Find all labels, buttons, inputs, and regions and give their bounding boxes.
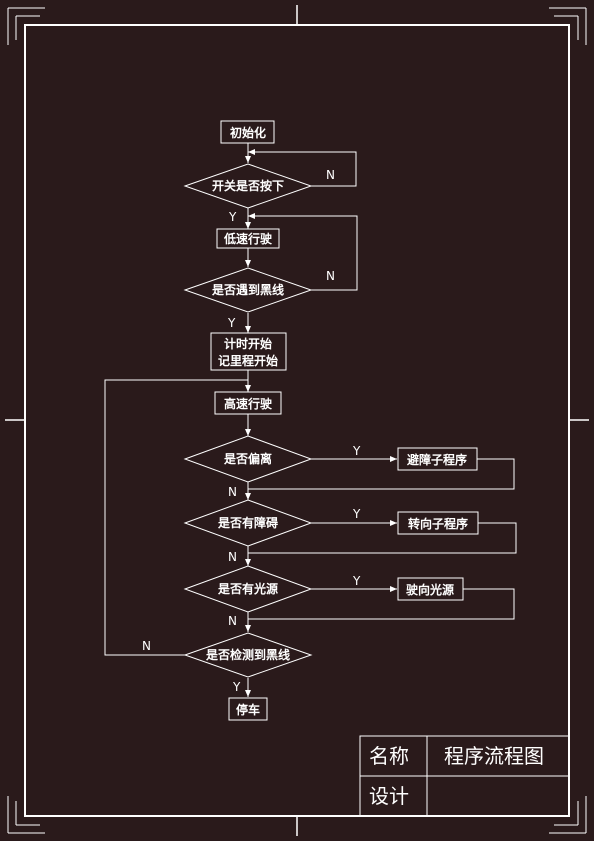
title-name-label: 名称 (369, 744, 409, 768)
label-detect-no: N (142, 639, 151, 653)
title-block: 名称 程序流程图 设计 (359, 735, 570, 817)
label-offset-yes: Y (352, 444, 361, 458)
label-blackline-yes: Y (227, 316, 236, 330)
node-init: 初始化 (230, 125, 266, 140)
label-offset-no: N (228, 485, 237, 499)
label-obstacle-no: N (228, 550, 237, 564)
node-turn-subroutine: 转向子程序 (408, 516, 468, 531)
flow-connectors (104, 143, 517, 697)
node-timer-line2: 记里程开始 (218, 353, 278, 368)
node-avoid-subroutine: 避障子程序 (407, 452, 467, 467)
sheet-frame (5, 5, 589, 836)
node-light-check: 是否有光源 (217, 581, 278, 596)
node-offset-check: 是否偏离 (223, 451, 272, 466)
node-switch-check: 开关是否按下 (212, 178, 284, 193)
node-obstacle-check: 是否有障碍 (217, 515, 278, 530)
branch-labels: N Y N Y Y N Y N Y N N Y (142, 168, 361, 694)
node-stop: 停车 (236, 702, 260, 717)
label-switch-no: N (326, 168, 335, 182)
flow-nodes: 初始化 开关是否按下 低速行驶 是否遇到黑线 计时开始 记里程开始 高速行驶 是… (183, 120, 479, 721)
label-detect-yes: Y (232, 680, 241, 694)
label-light-no: N (228, 614, 237, 628)
label-blackline-no: N (326, 269, 335, 283)
node-timer-line1: 计时开始 (224, 336, 272, 351)
title-name-value: 程序流程图 (444, 744, 544, 768)
node-detect-black-line: 是否检测到黑线 (205, 647, 290, 662)
node-low-speed: 低速行驶 (223, 231, 272, 246)
node-high-speed: 高速行驶 (224, 396, 272, 411)
label-obstacle-yes: Y (352, 507, 361, 521)
label-light-yes: Y (352, 574, 361, 588)
node-black-line-check: 是否遇到黑线 (211, 282, 284, 297)
node-toward-light: 驶向光源 (406, 582, 454, 597)
title-design-label: 设计 (369, 784, 409, 808)
label-switch-yes: Y (228, 210, 237, 224)
